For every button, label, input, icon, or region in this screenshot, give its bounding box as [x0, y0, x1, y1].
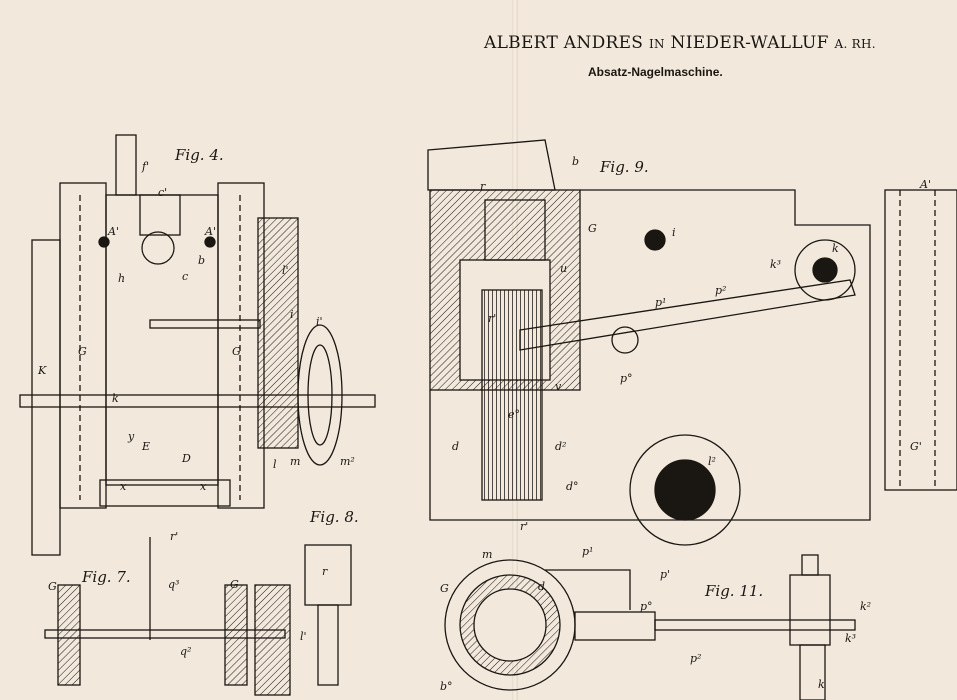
- ref-letter: i: [290, 308, 294, 321]
- ref-letter: k: [832, 242, 839, 255]
- ref-letter: k²: [860, 600, 872, 613]
- right-edge-drawing: [884, 189, 957, 491]
- ref-letter: q²: [180, 645, 192, 658]
- ref-letter: q³: [168, 578, 180, 591]
- place-name: Nieder-Walluf: [670, 33, 829, 53]
- ref-letter: i': [316, 315, 323, 328]
- region-name: a. Rh.: [834, 37, 876, 51]
- ref-letter: r': [170, 530, 179, 543]
- ref-letter: E: [142, 440, 151, 453]
- figure-8-drawing: [304, 544, 352, 686]
- ref-letter: b: [572, 155, 580, 168]
- figure-9-drawing: [427, 139, 871, 546]
- ref-letter: G: [232, 345, 241, 358]
- figure-4-drawing: [19, 134, 376, 556]
- ref-letter: u: [560, 262, 568, 275]
- ref-letter: m: [482, 548, 493, 561]
- patent-title: Absatz-Nagelmaschine.: [588, 65, 723, 79]
- ref-letter: p²: [715, 284, 727, 297]
- ref-letter: f': [142, 160, 150, 173]
- ref-letter: b: [198, 254, 206, 267]
- ref-letter: h: [118, 272, 126, 285]
- ref-letter: m²: [340, 455, 355, 468]
- ref-letter: d°: [566, 480, 579, 493]
- ref-letter: l²: [708, 455, 716, 468]
- patent-header: Albert Andres in Nieder-Walluf a. Rh.: [484, 33, 876, 53]
- ref-letter: D: [182, 452, 191, 465]
- ref-letter: p¹: [582, 545, 594, 558]
- ref-letter: d²: [555, 440, 567, 453]
- ref-letter: r: [322, 565, 328, 578]
- figure-7-drawing: [44, 537, 291, 696]
- figure-9-label: Fig. 9.: [600, 158, 649, 176]
- ref-letter: p°: [640, 600, 653, 613]
- ref-letter: c': [158, 186, 168, 199]
- ref-letter: x: [120, 480, 127, 493]
- ref-letter: m: [290, 455, 301, 468]
- ref-letter: x: [200, 480, 207, 493]
- ref-letter: l': [282, 264, 289, 277]
- ref-letter: p²: [690, 652, 702, 665]
- ref-letter: d: [538, 580, 546, 593]
- ref-letter: A': [108, 225, 119, 238]
- figure-7-label: Fig. 7.: [82, 568, 131, 586]
- ref-letter: k³: [770, 258, 782, 271]
- ref-letter: p': [660, 568, 671, 581]
- ref-letter: p¹: [655, 296, 667, 309]
- ref-letter: e°: [508, 408, 521, 421]
- ref-letter: c: [182, 270, 189, 283]
- ref-letter: i: [672, 226, 676, 239]
- ref-letter: A': [205, 225, 216, 238]
- ref-letter: r': [520, 520, 529, 533]
- ref-letter: p°: [620, 372, 633, 385]
- ref-letter: K: [38, 364, 47, 377]
- ref-letter: d: [452, 440, 460, 453]
- ref-letter: k: [112, 392, 119, 405]
- ref-letter: r: [480, 180, 486, 193]
- ref-letter: G': [910, 440, 922, 453]
- ref-letter: G: [588, 222, 597, 235]
- header-in: in: [648, 37, 665, 51]
- ref-letter: G: [78, 345, 87, 358]
- ref-letter: G: [230, 578, 239, 591]
- ref-letter: k³: [845, 632, 857, 645]
- inventor-name: Albert Andres: [484, 33, 644, 53]
- ref-letter: r': [488, 312, 497, 325]
- figure-8-label: Fig. 8.: [310, 508, 359, 526]
- ref-letter: k: [818, 678, 825, 691]
- ref-letter: l': [300, 630, 307, 643]
- ref-letter: A': [920, 178, 931, 191]
- ref-letter: G: [440, 582, 449, 595]
- figure-4-label: Fig. 4.: [175, 146, 224, 164]
- ref-letter: l: [273, 458, 277, 471]
- ref-letter: v: [555, 380, 562, 393]
- figure-11-drawing: [444, 554, 856, 700]
- ref-letter: b°: [440, 680, 453, 693]
- ref-letter: y: [128, 430, 135, 443]
- figure-11-label: Fig. 11.: [705, 582, 764, 600]
- ref-letter: G: [48, 580, 57, 593]
